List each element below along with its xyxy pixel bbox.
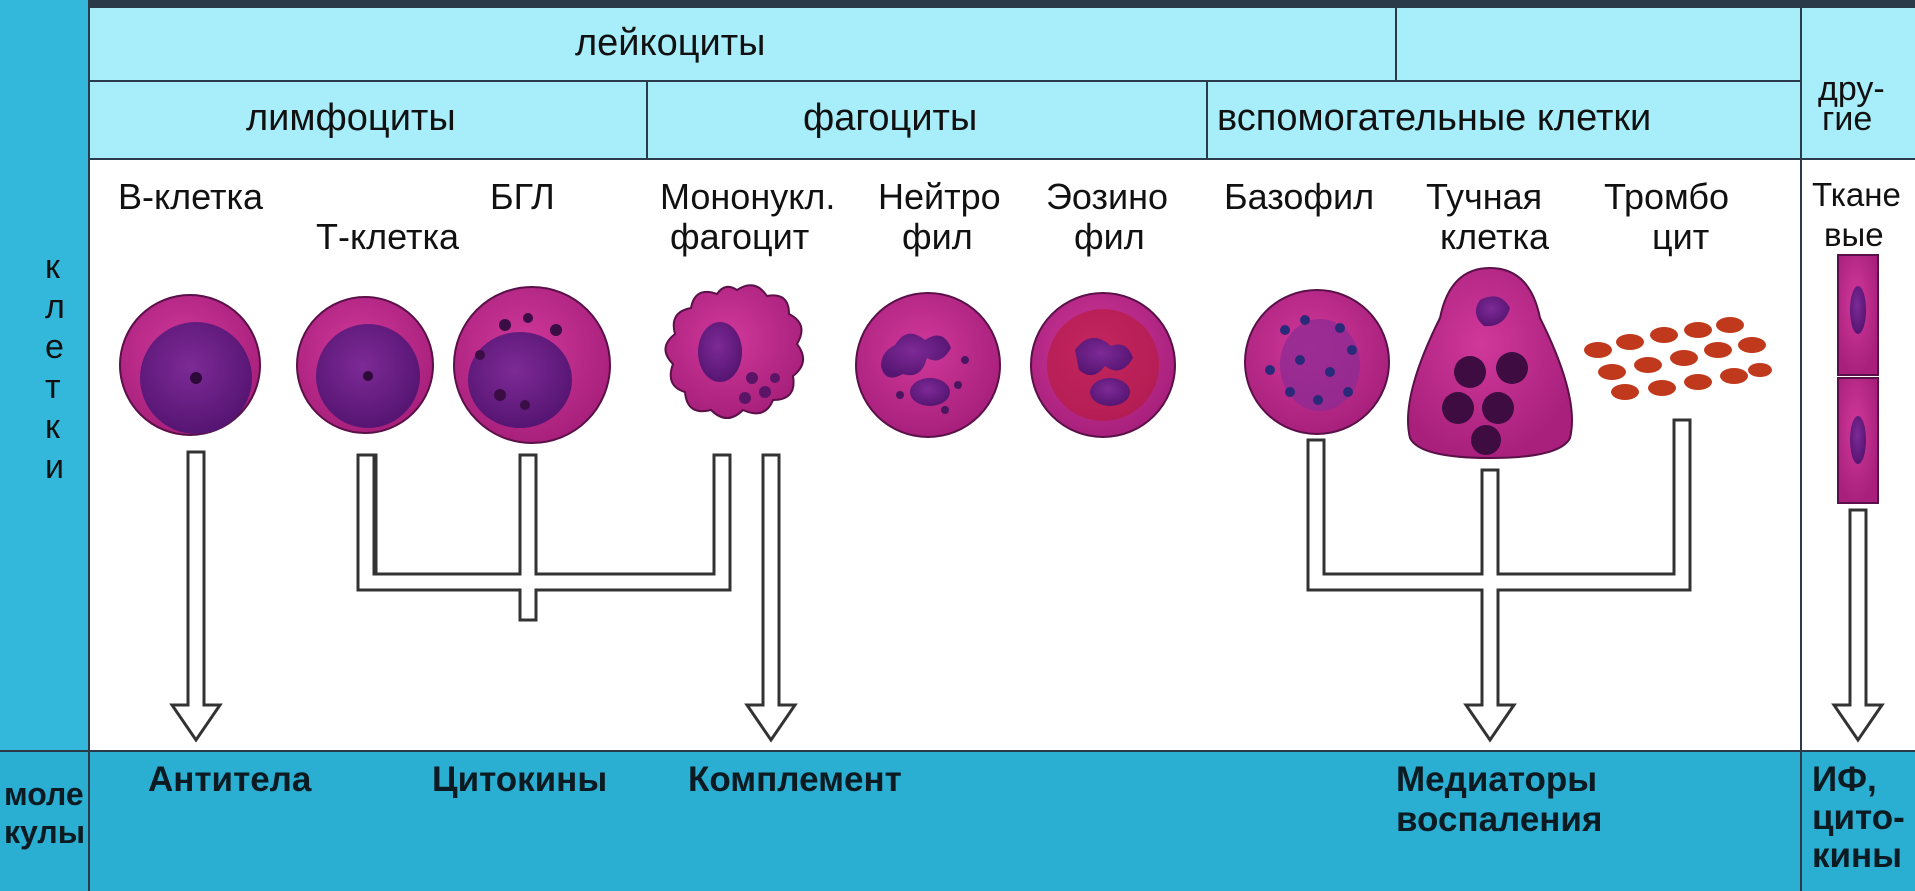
arrows-drawing — [172, 420, 1882, 740]
t-cell-drawing — [297, 297, 433, 433]
b-cell-drawing — [120, 295, 260, 435]
eosinophil-drawing — [1031, 293, 1175, 437]
bgl-drawing — [454, 287, 610, 443]
tissue-cells-drawing — [1838, 255, 1878, 503]
neutrophil-drawing — [856, 293, 1000, 437]
mast-cell-drawing — [1408, 268, 1572, 458]
mononuclear-phagocyte-drawing — [665, 285, 803, 418]
platelets-drawing — [1584, 317, 1772, 400]
basophil-drawing — [1245, 290, 1389, 434]
